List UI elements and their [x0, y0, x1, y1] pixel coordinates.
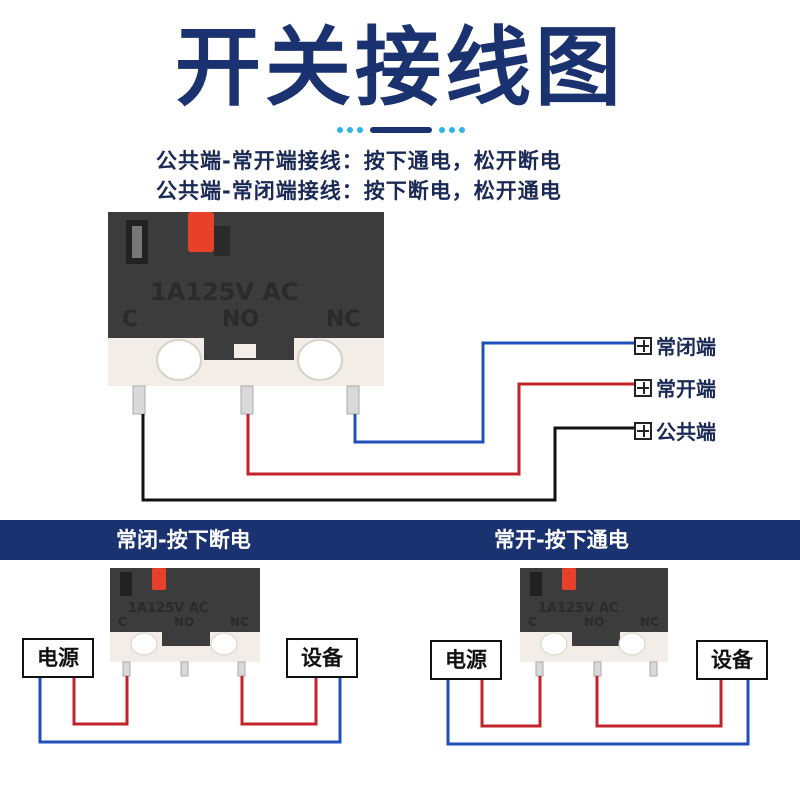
- wire-no: [246, 382, 634, 476]
- terminal-nc-label: 常闭端: [656, 335, 716, 359]
- right-switch-nc-text: NC: [640, 615, 659, 629]
- terminal-no-label: 常开端: [656, 377, 716, 401]
- left-wire-blue: [38, 678, 342, 744]
- terminal-com-label: 公共端: [656, 420, 716, 444]
- right-wire-blue: [446, 678, 750, 746]
- left-switch-rating-text: 1A125V AC: [128, 601, 208, 616]
- rule-no-wiring: 公共端-常开端接线：按下通电，松开断电: [156, 149, 562, 173]
- left-power-box: 电源: [22, 638, 94, 678]
- switch-no-text: NO: [222, 307, 259, 332]
- terminal-connector-icon: [634, 421, 652, 440]
- left-section-title: 常闭-按下断电: [116, 528, 251, 552]
- left-switch: [110, 568, 260, 677]
- terminal-com: 公共端: [634, 416, 716, 445]
- terminal-nc: 常闭端: [634, 331, 716, 360]
- right-wire-red-power: [480, 676, 542, 728]
- switch-rating-text: 1A125V AC: [150, 278, 299, 306]
- rule-nc-wiring: 公共端-常闭端接线：按下断电，松开通电: [156, 179, 562, 203]
- actuator-button: [188, 212, 214, 252]
- page-title: 开关接线图: [175, 18, 625, 118]
- left-switch-c-text: C: [118, 615, 127, 629]
- main-switch: [108, 212, 384, 415]
- right-switch-no-text: NO: [584, 615, 604, 629]
- left-switch-no-text: NO: [174, 615, 194, 629]
- switch-body: [108, 212, 384, 342]
- right-switch-c-text: C: [528, 615, 537, 629]
- right-switch: [520, 568, 668, 677]
- wire-com: [141, 414, 634, 502]
- right-switch-rating-text: 1A125V AC: [538, 601, 618, 616]
- terminal-connector-icon: [634, 336, 652, 355]
- left-device-box: 设备: [286, 638, 358, 678]
- section-band: [0, 520, 800, 560]
- terminal-no: 常开端: [634, 373, 716, 402]
- right-device-box: 设备: [696, 640, 768, 680]
- right-wire-red-device: [595, 676, 723, 728]
- switch-c-text: C: [122, 307, 138, 332]
- left-switch-nc-text: NC: [230, 615, 249, 629]
- wire-nc: [353, 341, 634, 444]
- terminal-connector-icon: [634, 378, 652, 397]
- left-wire-red-power: [72, 676, 129, 726]
- title-divider: [337, 127, 465, 133]
- switch-nc-text: NC: [326, 307, 361, 332]
- right-power-box: 电源: [430, 640, 502, 680]
- right-section-title: 常开-按下通电: [494, 528, 629, 552]
- left-wire-red-device: [240, 676, 318, 726]
